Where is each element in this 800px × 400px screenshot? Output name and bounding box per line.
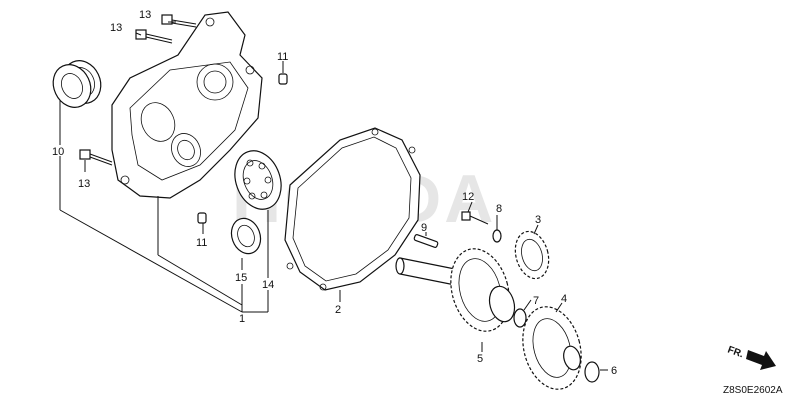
flange-bolt-gear — [461, 211, 489, 225]
callout-3: 3 — [535, 214, 541, 226]
figure-code: Z8S0E2602A — [723, 385, 783, 396]
callout-6: 6 — [611, 365, 617, 377]
callout-10: 10 — [52, 146, 64, 158]
gasket — [284, 127, 421, 291]
ball-bearing-small — [230, 217, 262, 255]
pin — [413, 234, 439, 248]
counter-shaft-gear — [395, 248, 516, 332]
front-direction-indicator: FR. — [726, 344, 776, 370]
callout-9: 9 — [421, 222, 427, 234]
callout-13-lower: 13 — [78, 178, 90, 190]
circlip — [513, 308, 527, 328]
leader-lines — [59, 21, 608, 371]
oil-seal — [52, 60, 102, 108]
callout-4: 4 — [561, 293, 567, 305]
small-gear — [514, 230, 550, 280]
washer — [492, 229, 502, 243]
idle-gear — [522, 306, 582, 390]
callout-5: 5 — [477, 353, 483, 365]
callout-7: 7 — [533, 295, 539, 307]
callout-14: 14 — [262, 279, 274, 291]
callout-11-lower: 11 — [196, 237, 207, 249]
thrust-washer — [584, 361, 600, 383]
callout-13-mid: 13 — [110, 22, 122, 34]
flange-bolt-top — [161, 14, 197, 28]
callout-15: 15 — [235, 272, 247, 284]
flange-bolt-lower — [79, 149, 113, 166]
callout-8: 8 — [496, 203, 502, 215]
callout-12: 12 — [462, 191, 474, 203]
direction-label: FR. — [726, 344, 745, 360]
direction-arrow-icon — [746, 350, 776, 370]
callouts: 13 13 13 10 11 11 15 14 1 2 9 12 8 3 7 4… — [52, 9, 617, 377]
ball-bearing-large — [234, 150, 282, 210]
callout-1: 1 — [239, 313, 245, 325]
dowel-pin-upper — [278, 73, 288, 85]
dowel-pin-lower — [197, 212, 207, 224]
callout-13-top: 13 — [139, 9, 151, 21]
case-cover — [111, 11, 263, 199]
callout-11-upper: 11 — [277, 51, 288, 63]
callout-2: 2 — [335, 304, 341, 316]
flange-bolt-mid — [135, 29, 173, 44]
